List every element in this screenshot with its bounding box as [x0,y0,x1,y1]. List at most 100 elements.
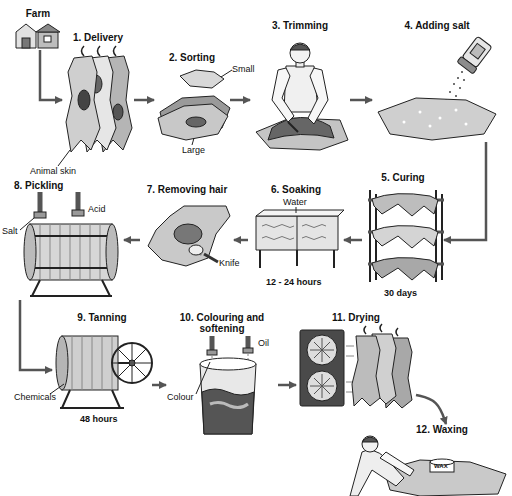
salted-skin [439,117,442,120]
waxing-worker [350,436,506,496]
salt-shaker [470,43,485,59]
hair-removal [204,254,218,262]
process-stage: 8. Pickling [14,180,124,300]
part-label: 30 days [384,288,417,298]
process-stage: 11. Drying [296,312,416,412]
drying-fans [300,330,354,406]
pickling-drum [30,224,112,280]
flow-arrow [40,50,62,100]
pickling-drum [72,210,84,216]
soaking-tank [296,207,297,213]
stage-heading: 8. Pickling [14,180,124,191]
salt-grains [457,77,459,79]
soaking-tank [260,250,334,268]
farm-icon [44,36,51,42]
farm-icon [38,32,58,48]
stage-heading: 5. Curing [362,172,444,183]
hair-removal [148,206,230,266]
curing-rack [370,190,442,282]
salted-skin [403,109,468,128]
soaking-tank [256,207,344,268]
pickling-drum [24,224,36,280]
pickling-drum [20,192,118,296]
part-label: Acid [88,204,106,214]
colouring-vat [196,336,256,434]
part-label: Small [232,64,255,74]
colouring-vat [196,362,210,394]
part-label: Knife [219,258,240,268]
flow-arrow [344,239,362,242]
curing-rack [368,190,444,282]
salt-grains [459,87,461,89]
part-label: WAX [434,463,448,470]
farm-icon [16,24,60,48]
pickling-drum [30,280,112,296]
salt-grains [449,91,451,93]
waxing-worker [380,452,414,476]
trimming-worker [256,43,348,150]
waxing-worker [362,437,378,442]
salted-skin [403,121,406,124]
colouring-vat [243,348,253,353]
drying-fans [300,330,344,406]
part-label: 12 - 24 hours [266,277,322,287]
process-stage: 1. Delivery [62,32,134,160]
drying-skins [352,324,412,408]
tanning-drum [56,336,68,390]
hair-removal [189,245,203,255]
salt-grains [463,79,465,81]
curing-rack [372,194,438,216]
salted-skin [465,123,468,126]
process-stage: 2. Sorting [154,52,230,142]
pickling-drum [30,236,112,268]
soaking-tank [256,216,338,250]
trimming-worker [288,122,298,132]
stage-heading: 6. Soaking [248,184,344,195]
part-label: Chemicals [14,392,56,402]
flow-arrow [230,99,250,102]
farm-icon [22,38,30,48]
trimming-worker [290,43,310,63]
colouring-vat [207,350,217,355]
waxing-worker [350,450,404,496]
soaking-tank [297,216,298,250]
pickling-drum [106,224,118,280]
stage-heading: 1. Delivery [62,32,134,43]
flow-arrow [20,300,52,370]
salt-grains [461,71,463,73]
sorted-skins [180,70,224,88]
flow-arrow [152,384,166,387]
process-stage: 5. Curing [362,172,444,300]
flow-arrow [278,384,296,387]
tanning-drum [60,390,124,408]
salted-skin [419,111,422,114]
process-stage: 9. Tanning [52,312,152,412]
hanging-skins [113,104,123,120]
sorted-skins [158,70,232,145]
stage-heading: 4. Adding salt [372,20,502,31]
flow-arrow [234,239,248,242]
flow-arrow [444,142,486,240]
process-stage: Farm [12,8,64,50]
part-label: Water [283,197,307,207]
part-label: Large [182,145,205,155]
part-label: Salt [2,226,18,236]
part-label: Oil [258,338,269,348]
colouring-vat [202,389,254,434]
colouring-vat [200,364,256,434]
stage-heading: 11. Drying [296,312,416,323]
hanging-skins [82,46,117,56]
process-stage: 4. Adding salt [372,20,502,142]
colouring-vat [210,402,248,407]
part-label: Colour [167,392,194,402]
tanning-drum [72,336,112,390]
flow-arrow [124,239,140,242]
stage-heading: 9. Tanning [52,312,152,323]
stage-heading: 2. Sorting [154,52,230,63]
stage-heading: 3. Trimming [250,20,350,31]
soaking-tank [256,210,344,216]
drying-fans [310,338,334,398]
salted-skin [378,98,496,140]
